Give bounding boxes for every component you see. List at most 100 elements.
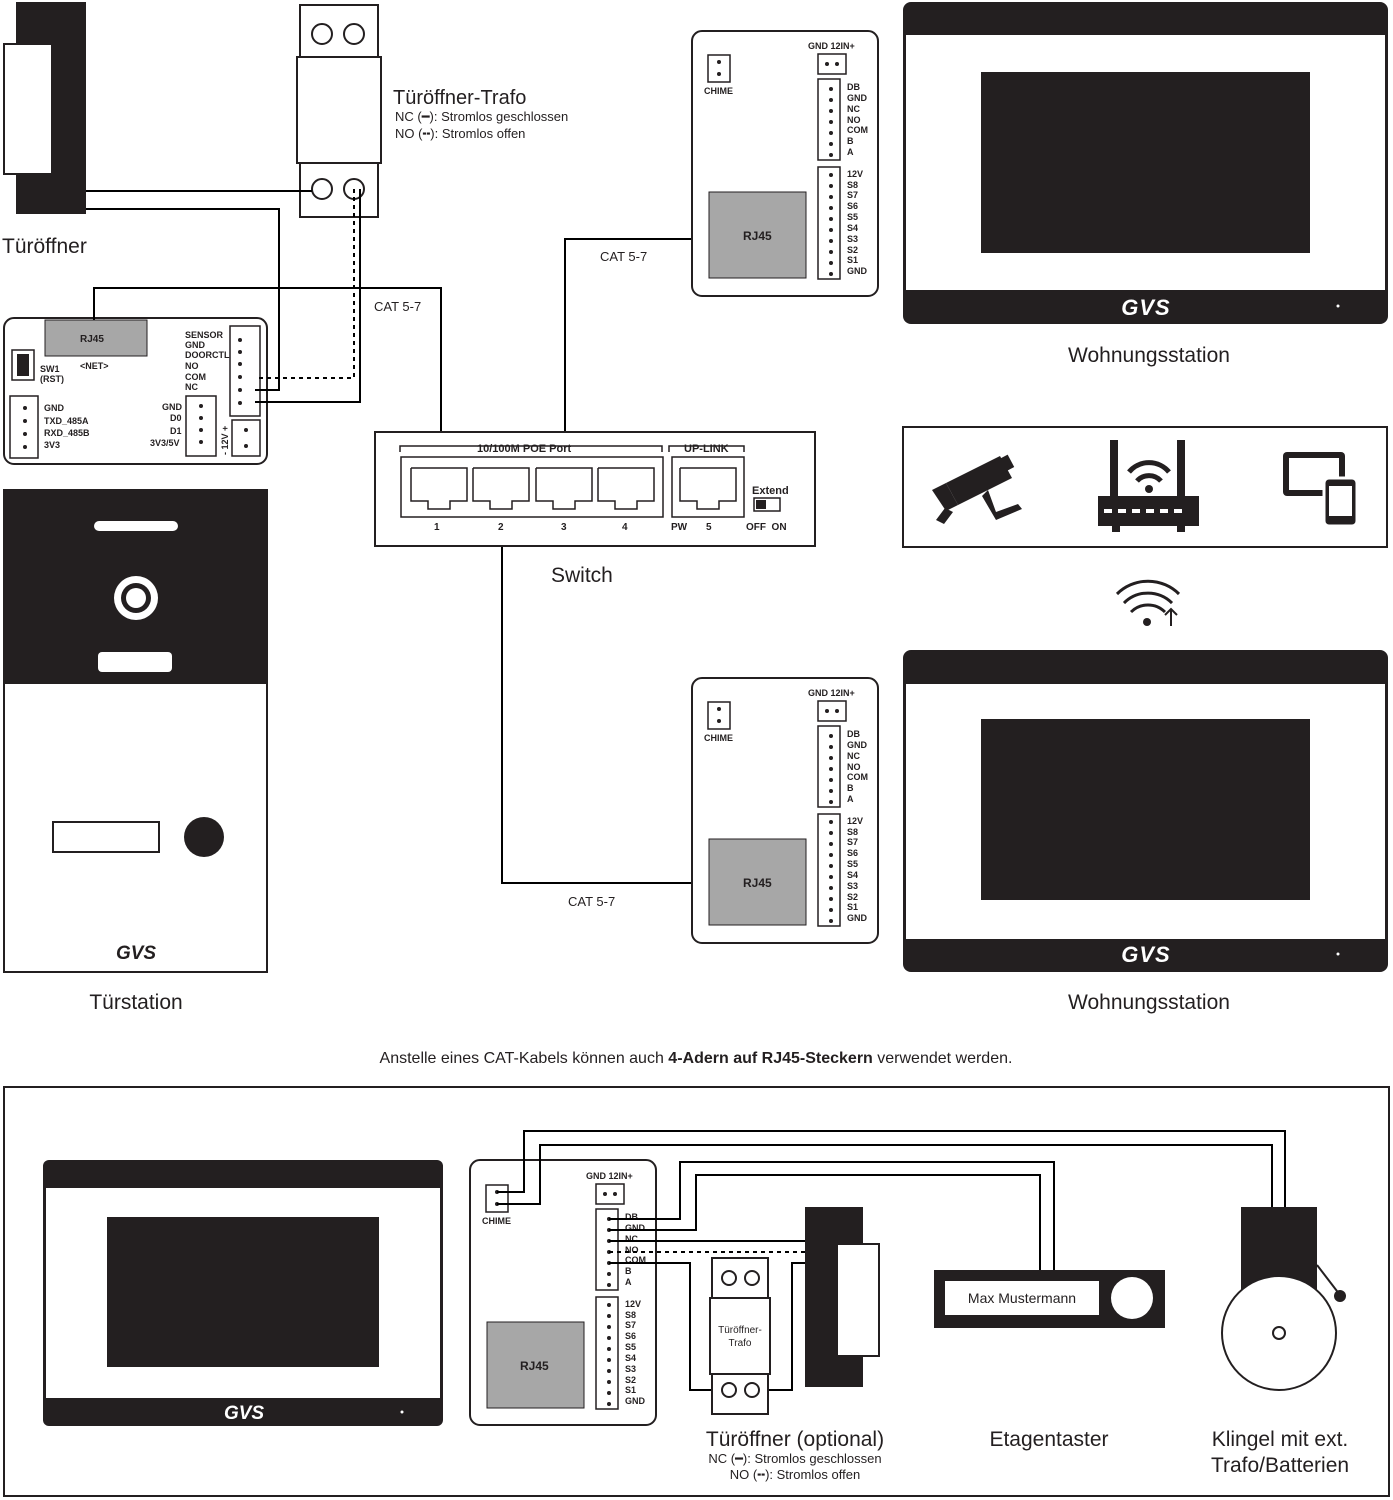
bm-power-label: GND 12IN+ [586, 1171, 633, 1181]
port-4: 4 [622, 522, 628, 533]
pin-gnd-left: GND [44, 403, 65, 413]
switch-label: Switch [551, 564, 613, 587]
door-opener-label: Türöffner [2, 235, 87, 258]
bell-label-1: Klingel mit ext. [1212, 1428, 1349, 1451]
door-module-rj45: RJ45 [80, 334, 104, 345]
mm1-pin-s5: S5 [847, 212, 858, 222]
indoor-monitor-1: GVS [903, 2, 1388, 324]
cat-label-1: CAT 5-7 [374, 299, 421, 314]
door-opener [3, 2, 86, 214]
port-2: 2 [498, 522, 504, 533]
floor-button [934, 1270, 1165, 1328]
mm2-chime: CHIME [704, 733, 733, 743]
switch-uplink-label: UP-LINK [684, 443, 729, 455]
extend-label: Extend [752, 485, 789, 497]
bm-pin-nc: NC [625, 1234, 638, 1244]
trafo-title: Türöffner-Trafo [393, 87, 526, 109]
door-module: RJ45 <NET> SW1 (RST) SENSOR GND DOORCTL … [3, 317, 268, 465]
wires-top [86, 189, 710, 884]
pin-gnd-mid: GND [162, 402, 183, 412]
pin-rxd: RXD_485B [44, 428, 90, 438]
devices-icon [1283, 452, 1359, 528]
indoor-station-label-1: Wohnungsstation [1068, 344, 1230, 367]
door-station-label: Türstation [89, 991, 182, 1014]
pin-d1: D1 [170, 426, 182, 436]
door-opener-optional-label: Türöffner (optional) [706, 1428, 884, 1451]
bm-pin-s8: S8 [625, 1310, 636, 1320]
mm2-pin-s3: S3 [847, 881, 858, 891]
bm-pin-s2: S2 [625, 1375, 636, 1385]
bm-pin-gnd2: GND [625, 1396, 646, 1406]
bm-pin-s5: S5 [625, 1342, 636, 1352]
mm2-pin-s5: S5 [847, 859, 858, 869]
pin-nc: NC [185, 382, 198, 392]
cat-note: Anstelle eines CAT-Kabels können auch 4-… [380, 1050, 1013, 1067]
mm2-pin-gnd2: GND [847, 913, 868, 923]
mm1-pin-s6: S6 [847, 201, 858, 211]
bm-pin-com: COM [625, 1255, 646, 1265]
mm2-pin-db: DB [847, 729, 860, 739]
mm1-pin-gnd2: GND [847, 266, 868, 276]
mm2-pin-b: B [847, 783, 854, 793]
bm-pin-s3: S3 [625, 1364, 636, 1374]
indoor-monitor-2: GVS [903, 650, 1388, 972]
port-3: 3 [561, 522, 567, 533]
mm1-pin-nc: NC [847, 104, 860, 114]
small-trafo-label-1: Türöffner- [718, 1325, 762, 1336]
monitor-module-1: GND 12IN+ CHIME DB GND NC NO COM B A 12V… [691, 30, 879, 297]
mm1-pin-s7: S7 [847, 190, 858, 200]
bell [1221, 1207, 1346, 1391]
trafo-nc-text: NC (━): Stromlos geschlossen [395, 109, 568, 124]
bm-rj45: RJ45 [520, 1359, 549, 1373]
mm1-chime: CHIME [704, 86, 733, 96]
mm1-pin-a: A [847, 147, 854, 157]
pin-com: COM [185, 372, 206, 382]
bm-pin-gnd: GND [625, 1223, 646, 1233]
mm2-pin-12v: 12V [847, 816, 863, 826]
bottom-monitor-module: GND 12IN+ CHIME DB GND NC NO COM B A 12V… [469, 1159, 657, 1426]
mm1-pin-s2: S2 [847, 245, 858, 255]
bm-chime: CHIME [482, 1216, 511, 1226]
mm2-pin-gnd: GND [847, 740, 868, 750]
door-station-brand: GVS [116, 943, 156, 964]
mm1-pin-s3: S3 [847, 234, 858, 244]
mm2-pin-s6: S6 [847, 848, 858, 858]
mm2-pin-s1: S1 [847, 902, 858, 912]
indoor-station-label-2: Wohnungsstation [1068, 991, 1230, 1014]
mm2-pin-com: COM [847, 772, 868, 782]
wifi-icon [1115, 579, 1181, 626]
mm1-pin-com: COM [847, 125, 868, 135]
mm1-power-label: GND 12IN+ [808, 41, 855, 51]
router-icon [1098, 440, 1199, 532]
bottom-frame [3, 1086, 1390, 1497]
bottom-monitor-brand: GVS [224, 1403, 264, 1424]
door-module-net: <NET> [80, 361, 109, 371]
pin-d0: D0 [170, 413, 182, 423]
monitor-1-brand: GVS [1121, 295, 1170, 320]
bm-pin-b: B [625, 1266, 632, 1276]
mm2-pin-s4: S4 [847, 870, 858, 880]
pin-txd: TXD_485A [44, 416, 89, 426]
port-pw: PW [671, 522, 688, 533]
mm2-pin-a: A [847, 794, 854, 804]
bm-pin-no: NO [625, 1245, 639, 1255]
mm2-power-label: GND 12IN+ [808, 688, 855, 698]
bm-pin-s4: S4 [625, 1353, 636, 1363]
small-trafo-label-2: Trafo [729, 1338, 752, 1349]
mm1-pin-s8: S8 [847, 180, 858, 190]
camera-icon [932, 454, 1022, 524]
mm1-pin-12v: 12V [847, 169, 863, 179]
mm1-pin-db: DB [847, 82, 860, 92]
bottom-monitor: GVS [43, 1160, 443, 1426]
trafo [296, 4, 382, 218]
monitor-2-brand: GVS [1121, 942, 1170, 967]
pin-sensor: SENSOR [185, 330, 224, 340]
pin-no: NO [185, 361, 199, 371]
mm2-pin-nc: NC [847, 751, 860, 761]
pin-doorctl: DOORCTL [185, 350, 230, 360]
mm1-pin-s1: S1 [847, 255, 858, 265]
bottom-no-text: NO (╍): Stromlos offen [730, 1467, 860, 1482]
bm-pin-s6: S6 [625, 1331, 636, 1341]
pin-gnd: GND [185, 340, 206, 350]
